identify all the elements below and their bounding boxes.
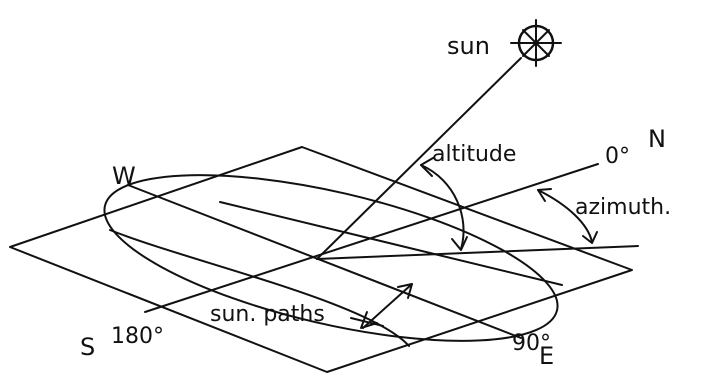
horizon-chord [220, 202, 562, 285]
label-south: S [80, 333, 95, 361]
altitude-arc [421, 165, 464, 249]
altitude-arrow-bottom [452, 237, 467, 250]
north-south-axis [145, 164, 598, 312]
label-sun-paths: sun. paths [210, 302, 325, 327]
label-west: W [112, 162, 136, 190]
label-south-degrees: 180° [111, 324, 164, 349]
label-north: N [648, 125, 666, 153]
label-zero-degrees: 0° [605, 144, 630, 169]
sun-projection-line [317, 246, 638, 259]
label-sun: sun [447, 32, 490, 60]
label-azimuth: azimuth. [575, 195, 671, 220]
label-east: E [539, 342, 554, 370]
label-altitude: altitude [432, 142, 516, 167]
sun-paths-pointer-line [363, 284, 412, 328]
